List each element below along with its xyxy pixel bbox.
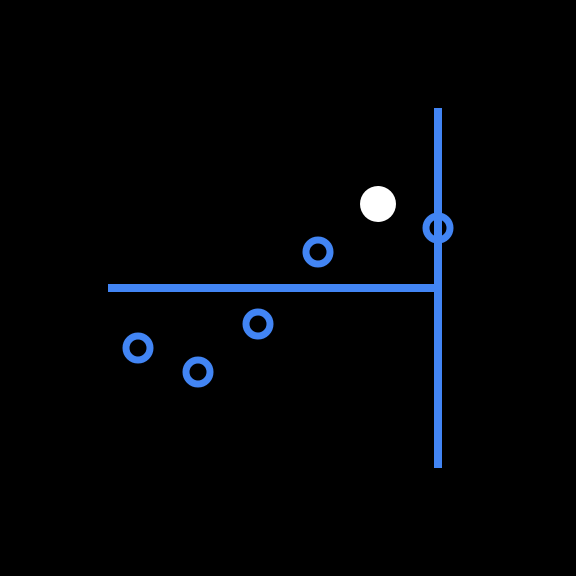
- highlighted-data-point: [360, 186, 396, 222]
- data-point-2: [182, 356, 214, 388]
- data-point-4: [302, 236, 334, 268]
- data-point-1: [122, 332, 154, 364]
- data-point-3: [242, 308, 274, 340]
- axes-layer: [108, 108, 442, 468]
- points-layer: [122, 186, 454, 388]
- data-point-6: [422, 212, 454, 244]
